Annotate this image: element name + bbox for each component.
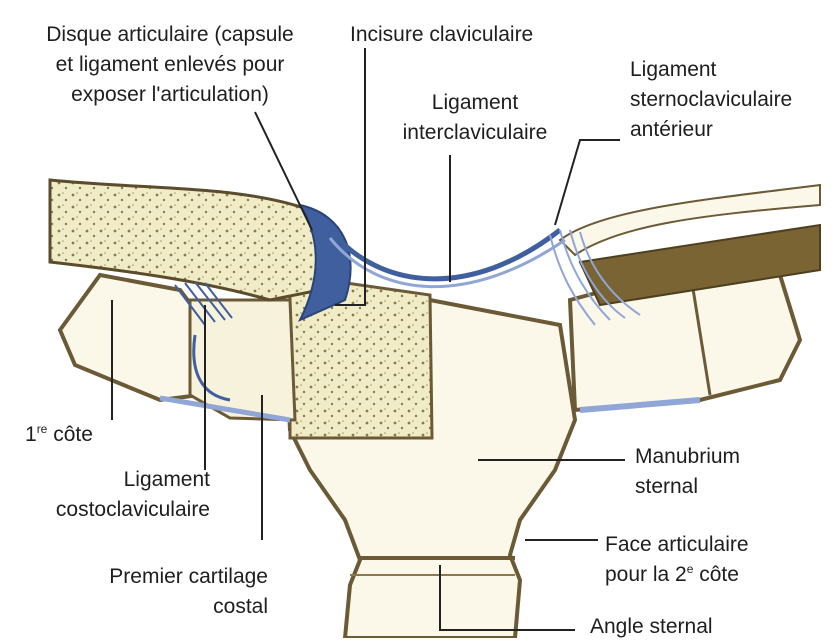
label-cote-sup: re: [37, 422, 48, 436]
label-manubrium-line-2: sternal: [635, 472, 740, 502]
label-face-line-2-main: pour la 2: [605, 563, 687, 586]
label-lig-sterno-line-2: sternoclaviculaire: [630, 85, 792, 115]
label-incisure-claviculaire: Incisure claviculaire: [350, 20, 533, 50]
label-ligament-sternoclaviculaire: Ligament sternoclaviculaire antérieur: [630, 55, 792, 145]
label-disque-articulaire: Disque articulaire (capsule et ligament …: [10, 20, 330, 110]
label-lig-sterno-line-1: Ligament: [630, 55, 792, 85]
label-face-articulaire: Face articulaire pour la 2e côte: [605, 530, 749, 590]
label-cartilage-line-2: costal: [20, 592, 268, 622]
label-disque-line-2: et ligament enlevés pour: [10, 50, 330, 80]
label-cote-text: côte: [47, 423, 93, 446]
left-first-rib: [60, 275, 210, 400]
label-premier-cartilage-costal: Premier cartilage costal: [20, 562, 268, 622]
label-lig-costo-line-2: costoclaviculaire: [10, 495, 210, 525]
label-face-line-2: pour la 2e côte: [605, 560, 749, 590]
label-premiere-cote: 1re côte: [25, 420, 93, 450]
label-lig-inter-line-2: interclaviculaire: [375, 118, 575, 148]
label-face-line-2-rest: côte: [693, 563, 739, 586]
label-cote-number: 1: [25, 423, 37, 446]
label-lig-sterno-line-3: antérieur: [630, 115, 792, 145]
label-incisure-text: Incisure claviculaire: [350, 20, 533, 50]
label-ligament-interclaviculaire: Ligament interclaviculaire: [375, 88, 575, 148]
label-lig-costo-line-1: Ligament: [10, 465, 210, 495]
label-ligament-costoclaviculaire: Ligament costoclaviculaire: [10, 465, 210, 525]
label-disque-line-1: Disque articulaire (capsule: [10, 20, 330, 50]
label-disque-line-3: exposer l'articulation): [10, 80, 330, 110]
label-lig-inter-line-1: Ligament: [375, 88, 575, 118]
label-manubrium-line-1: Manubrium: [635, 442, 740, 472]
label-manubrium-sternal: Manubrium sternal: [635, 442, 740, 502]
left-clavicle: [50, 180, 330, 300]
label-cartilage-line-1: Premier cartilage: [20, 562, 268, 592]
label-face-line-1: Face articulaire: [605, 530, 749, 560]
